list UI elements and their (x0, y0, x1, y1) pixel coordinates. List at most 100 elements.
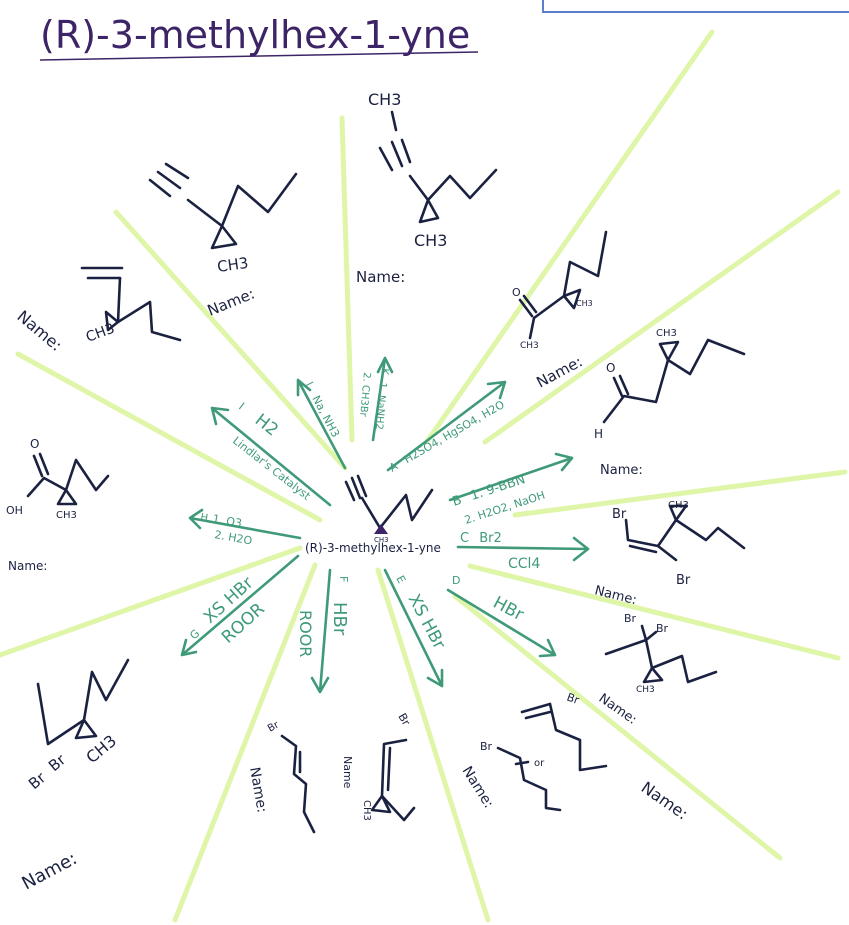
svg-text:C Br2: C Br2 (460, 531, 502, 546)
double-bond (520, 702, 552, 720)
center-ch3: CH3 (374, 536, 389, 544)
label-h: H (594, 427, 603, 441)
product-b-aldehyde: O CH3 H Name: (594, 328, 746, 478)
ray (339, 115, 355, 443)
cyclopropyl (56, 488, 78, 506)
separator-rays (0, 29, 848, 923)
product-c-dibromoalkene: Br CH3 Br Name: (593, 500, 746, 608)
reagent-h-line2: 2. H2O (213, 528, 253, 547)
reaction-arrows (180, 356, 590, 694)
bond-skeleton (602, 338, 746, 424)
cyclopropyl (418, 198, 440, 224)
ray (467, 563, 841, 661)
frame-corner (542, 0, 849, 13)
center-label: (R)-3-methylhex-1-yne (305, 541, 441, 555)
bond-skeleton (26, 458, 110, 498)
bond-skeleton (656, 518, 746, 550)
label-br: Br (565, 691, 581, 708)
name-label: Name: (638, 778, 692, 824)
title-underline (39, 51, 479, 61)
ray (512, 469, 848, 518)
label-ch3: CH3 (636, 685, 655, 695)
bond-skeleton (360, 488, 434, 530)
reagent-h-line1: 1. O3 (211, 512, 242, 530)
label-br: Br (624, 612, 637, 625)
label-br: Br (25, 768, 50, 793)
ray (172, 562, 318, 923)
arrow-k (371, 356, 394, 442)
reaction-letter-b: B (451, 493, 464, 510)
reaction-letter-i: I (236, 400, 247, 412)
reaction-letter-a: A (387, 459, 400, 474)
reagent-f-line1: HBr (329, 602, 350, 636)
cyclopropyl (642, 666, 664, 684)
reagent-i-line1: H2 (251, 410, 282, 440)
reagent-labels: A H2SO4, HgSO4, H2O B 1. 9-BBN 2. H2O2, … (187, 368, 546, 658)
name-label: Name: (596, 691, 640, 728)
arrow-d (446, 588, 557, 658)
reaction-letter-k: K (378, 368, 390, 376)
arrow-i (210, 406, 332, 507)
label-ch3: CH3 (656, 328, 677, 339)
product-h-carboxylic-acid: O OH CH3 Name: (6, 437, 110, 573)
cyclopropyl (562, 288, 582, 310)
product-e-bromoalkene-isomers: Br Br or Name: (459, 691, 608, 812)
label-br: Br (612, 507, 627, 522)
label-ch3: CH3 (84, 321, 117, 346)
name-label: Name: (8, 559, 47, 573)
label-ch3: CH3 (56, 510, 77, 521)
bond-skeleton (280, 734, 316, 834)
triple-bond (356, 474, 368, 498)
reagent-c-line2: CCl4 (508, 556, 540, 572)
product-i-cis-alkene: CH3 Name: (13, 266, 182, 355)
reaction-letter-f: F (337, 576, 350, 582)
reagent-c-line1: Br2 (479, 531, 502, 546)
double-bond (624, 518, 678, 562)
name-label: Name: (205, 285, 257, 320)
cyclopropyl (210, 224, 238, 250)
label-ch3: CH3 (668, 500, 689, 511)
label-br: Br (395, 711, 413, 728)
label-ch3: CH3 (368, 90, 401, 109)
label-ch3: CH3 (361, 800, 372, 821)
label-ch3: CH3 (576, 299, 593, 308)
page-title: (R)-3-methylhex-1-yne (40, 13, 470, 57)
reaction-letter-h: H (199, 512, 208, 524)
name-label: Name: (459, 764, 497, 812)
product-e-vinyl-bromide: Br CH3 Name (341, 711, 416, 822)
label-br: Br (45, 750, 70, 775)
label-br: Br (676, 573, 691, 588)
arrow-h (188, 508, 302, 540)
starting-material: CH3 (R)-3-methylhex-1-yne (305, 474, 441, 555)
label-ch3: CH3 (520, 341, 539, 351)
name-label: Name: (533, 352, 585, 391)
cyclopropyl (370, 794, 392, 814)
double-bond (514, 760, 530, 766)
cyclopropyl (658, 340, 680, 362)
label-br: Br (656, 622, 669, 635)
bond-skeleton (604, 638, 718, 684)
name-label: Name: (13, 307, 66, 355)
ray (425, 29, 715, 443)
bond-skeleton (548, 702, 608, 772)
ray (15, 351, 323, 523)
product-k-internal-alkyne: CH3 CH3 Name: (356, 90, 498, 286)
ray (0, 545, 303, 658)
arrow-a (386, 380, 507, 472)
ray (482, 189, 841, 445)
reagent-a-line1: H2SO4, HgSO4, H2O (402, 398, 507, 466)
label-ch3: CH3 (216, 254, 249, 276)
cyclopropyl (74, 718, 98, 740)
double-bond (148, 162, 190, 198)
carbonyl (32, 452, 50, 478)
label-o: O (606, 361, 615, 375)
arrow-e (383, 568, 444, 688)
triple-bond (344, 480, 356, 502)
name-label: Name: (18, 848, 80, 894)
bond-skeleton (186, 172, 298, 228)
triple-bond (378, 138, 412, 172)
label-br: Br (266, 719, 282, 734)
bond (390, 110, 398, 132)
double-bond (80, 266, 124, 280)
